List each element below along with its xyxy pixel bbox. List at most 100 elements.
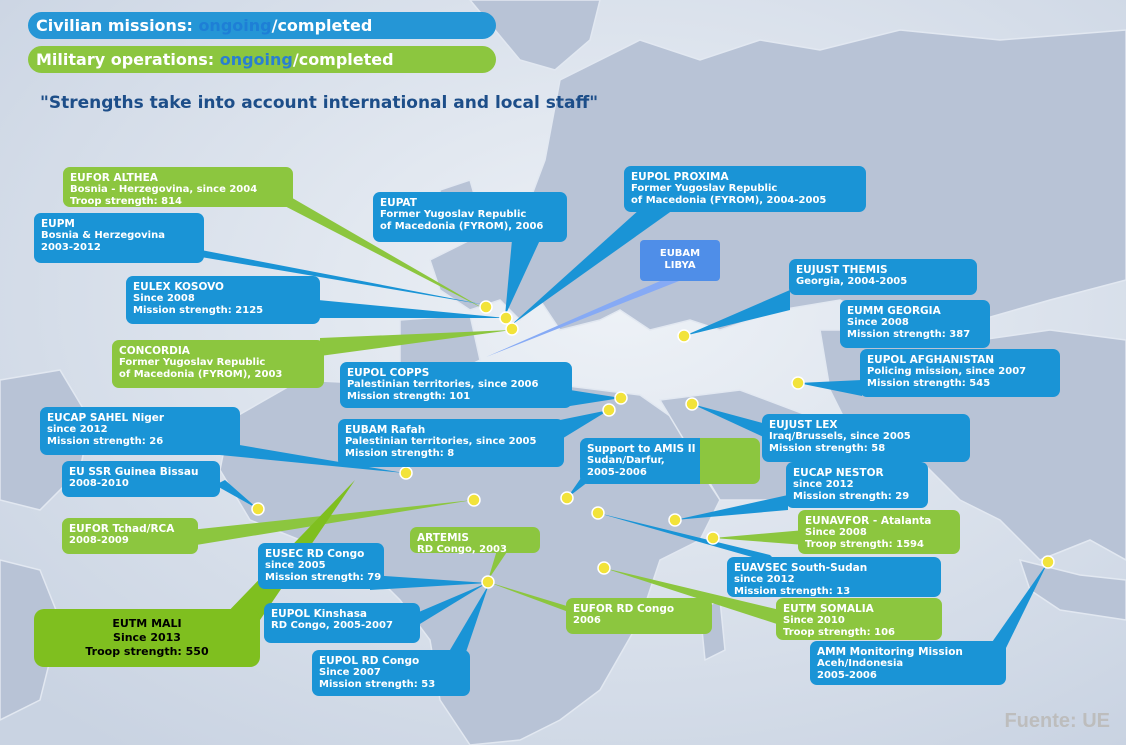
box-title: EUMM GEORGIA [847, 305, 941, 317]
marker-darfur [560, 491, 574, 505]
box-title: EUFOR RD Congo [573, 603, 675, 615]
box-line: Troop strength: 106 [783, 627, 896, 638]
box-title: AMM Monitoring Mission [817, 646, 963, 658]
box-line: LIBYA [664, 260, 696, 271]
box-title: ARTEMIS [417, 532, 469, 544]
box-eumm-georgia: EUMM GEORGIA Since 2008 Mission strength… [840, 300, 990, 348]
pointer-eufor-althea [250, 188, 486, 310]
box-line: Since 2013 [113, 631, 181, 644]
box-eupol-proxima: EUPOL PROXIMA Former Yugoslav Republic o… [624, 166, 866, 212]
box-line: since 2012 [793, 479, 854, 490]
box-eufor-rd-congo: EUFOR RD Congo 2006 [566, 598, 712, 634]
box-title: EUAVSEC South-Sudan [734, 562, 868, 574]
box-eufor-althea: EUFOR ALTHEA Bosnia - Herzegovina, since… [63, 167, 293, 207]
pointer-eupol-rd-congo [450, 584, 489, 655]
box-eulex-kosovo: EULEX KOSOVO Since 2008 Mission strength… [126, 276, 320, 324]
marker-south-sudan [591, 506, 605, 520]
box-line: Since 2007 [319, 667, 381, 678]
box-title: EUFOR Tchad/RCA [69, 523, 175, 535]
box-title: EU SSR Guinea Bissau [69, 466, 199, 478]
box-title: EUSEC RD Congo [265, 548, 365, 560]
legend-military-prefix: Military operations: [36, 50, 220, 69]
box-line: of Macedonia (FYROM), 2003 [119, 369, 283, 380]
box-title: EUPOL Kinshasa [271, 608, 368, 620]
box-line: Mission strength: 29 [793, 491, 910, 502]
box-eunavfor: EUNAVFOR - Atalanta Since 2008 Troop str… [798, 510, 960, 554]
box-line: since 2005 [265, 560, 326, 571]
box-line: Since 2008 [133, 293, 195, 304]
pointer-eutm-somalia [604, 568, 780, 625]
pointer-eupol-afghanistan [798, 380, 862, 396]
box-line: Policing mission, since 2007 [867, 366, 1027, 377]
box-title: EUPOL AFGHANISTAN [867, 354, 995, 366]
box-amm-aceh: AMM Monitoring Mission Aceh/Indonesia 20… [810, 641, 1006, 685]
box-line: Georgia, 2004-2005 [796, 276, 908, 287]
box-eujust-themis: EUJUST THEMIS Georgia, 2004-2005 [789, 259, 977, 295]
box-eupol-rd-congo: EUPOL RD Congo Since 2007 Mission streng… [312, 650, 470, 696]
box-eu-ssr-guinea: EU SSR Guinea Bissau 2008-2010 [62, 461, 220, 497]
box-line: Mission strength: 2125 [133, 305, 264, 316]
source-label: Fuente: UE [1004, 710, 1110, 732]
marker-aceh [1041, 555, 1055, 569]
pointer-eupol-kinshasa [400, 583, 487, 630]
legend-civilian-ongoing: ongoing [198, 16, 272, 35]
box-title: EUPM [41, 218, 75, 230]
box-eutm-mali: EUTM MALI Since 2013 Troop strength: 550 [34, 609, 260, 667]
box-eubam-rafah: EUBAM Rafah Palestinian territories, sin… [338, 419, 564, 467]
box-title: EUCAP NESTOR [793, 467, 884, 479]
box-title: EUFOR ALTHEA [70, 172, 158, 184]
marker-rafah [602, 403, 616, 417]
pointer-eubam-libya [486, 268, 712, 357]
pointer-eu-ssr [215, 480, 258, 509]
box-title: EUPOL RD Congo [319, 655, 420, 667]
box-line: 2005-2006 [587, 467, 647, 478]
box-eujust-lex: EUJUST LEX Iraq/Brussels, since 2005 Mis… [762, 414, 970, 462]
box-line: of Macedonia (FYROM), 2004-2005 [631, 195, 827, 206]
pointer-eufor-tchad [190, 500, 473, 546]
marker-atalanta [706, 531, 720, 545]
box-line: Sudan/Darfur, [587, 455, 665, 466]
box-eupm: EUPM Bosnia & Herzegovina 2003-2012 [34, 213, 204, 263]
legend-military-completed: /completed [292, 50, 394, 69]
pointer-eulex [318, 300, 506, 318]
box-eusec-rd-congo: EUSEC RD Congo since 2005 Mission streng… [258, 543, 384, 589]
box-line: Palestinian territories, since 2005 [345, 436, 537, 447]
box-title: EUJUST THEMIS [796, 264, 888, 276]
box-line: Mission strength: 387 [847, 329, 971, 340]
box-title: EUBAM Rafah [345, 424, 426, 436]
box-line: Since 2008 [847, 317, 909, 328]
box-line: Iraq/Brussels, since 2005 [769, 431, 911, 442]
box-artemis: ARTEMIS RD Congo, 2003 [410, 527, 540, 555]
marker-chad [467, 493, 481, 507]
pointer-eubam-rafah [560, 410, 609, 440]
box-line: Troop strength: 814 [70, 196, 183, 207]
box-eufor-tchad: EUFOR Tchad/RCA 2008-2009 [62, 518, 198, 554]
marker-macedonia [505, 322, 519, 336]
marker-guinea-bissau [251, 502, 265, 516]
box-line: Mission strength: 53 [319, 679, 436, 690]
box-line: Former Yugoslav Republic [119, 357, 266, 368]
legend-civilian-completed: /completed [271, 16, 373, 35]
box-line: Mission strength: 101 [347, 391, 471, 402]
box-eucap-nestor: EUCAP NESTOR since 2012 Mission strength… [786, 462, 928, 508]
pointer-eufor-rd-congo [488, 582, 590, 620]
box-line: 2008-2009 [69, 535, 129, 546]
amis-military-half [700, 438, 760, 484]
box-eutm-somalia: EUTM SOMALIA Since 2010 Troop strength: … [776, 598, 942, 640]
box-line: Former Yugoslav Republic [380, 209, 527, 220]
marker-palestine [614, 391, 628, 405]
pointer-amm-aceh [990, 562, 1048, 650]
box-line: Palestinian territories, since 2006 [347, 379, 539, 390]
box-euavsec: EUAVSEC South-Sudan since 2012 Mission s… [727, 557, 941, 597]
box-line: Mission strength: 58 [769, 443, 886, 454]
box-title: CONCORDIA [119, 345, 190, 357]
box-line: Bosnia - Herzegovina, since 2004 [70, 184, 258, 195]
pointer-eunavfor [713, 530, 805, 545]
strengths-note: "Strengths take into account internation… [40, 93, 599, 113]
box-line: Mission strength: 545 [867, 378, 991, 389]
marker-horn [668, 513, 682, 527]
box-line: Troop strength: 1594 [805, 539, 924, 550]
box-line: Mission strength: 13 [734, 586, 851, 597]
box-title: EUPOL COPPS [347, 367, 430, 379]
